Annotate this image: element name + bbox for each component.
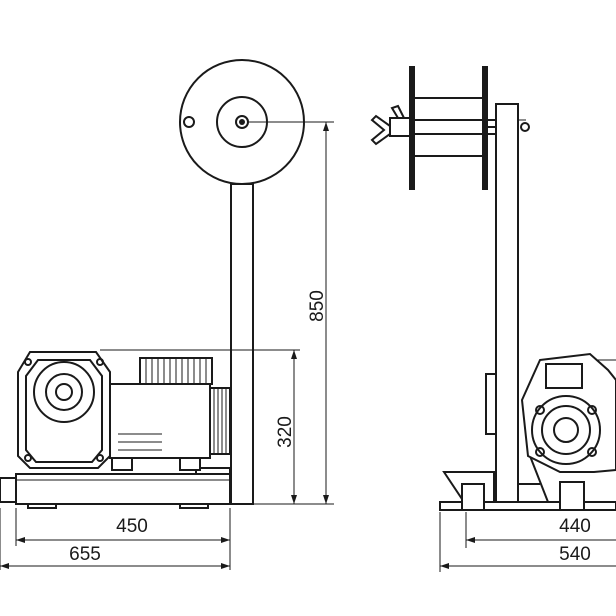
side-motor: [485, 352, 616, 473]
side-base-plate: [439, 455, 616, 511]
dim-label-655: 655: [69, 544, 101, 565]
side-dimension-width: 440 540: [439, 512, 616, 572]
side-cable-reel: [409, 66, 496, 190]
side-post: [495, 103, 530, 507]
dim-label-540: 540: [559, 544, 591, 565]
front-base-plate: [0, 467, 231, 509]
front-view: 320 850 450 655: [0, 59, 334, 570]
dim-label-450: 450: [116, 516, 148, 537]
front-dimension-height: 320 850: [100, 121, 334, 505]
front-post: [230, 183, 254, 505]
side-view: 440 540: [370, 66, 616, 572]
wing-nut-icon: [370, 104, 411, 146]
dim-label-440: 440: [559, 516, 591, 537]
front-gearbox: [17, 351, 111, 469]
dim-label-850: 850: [307, 290, 328, 322]
front-motor: [109, 357, 231, 471]
dim-label-320: 320: [275, 416, 296, 448]
front-dimension-width: 450 655: [0, 508, 231, 570]
